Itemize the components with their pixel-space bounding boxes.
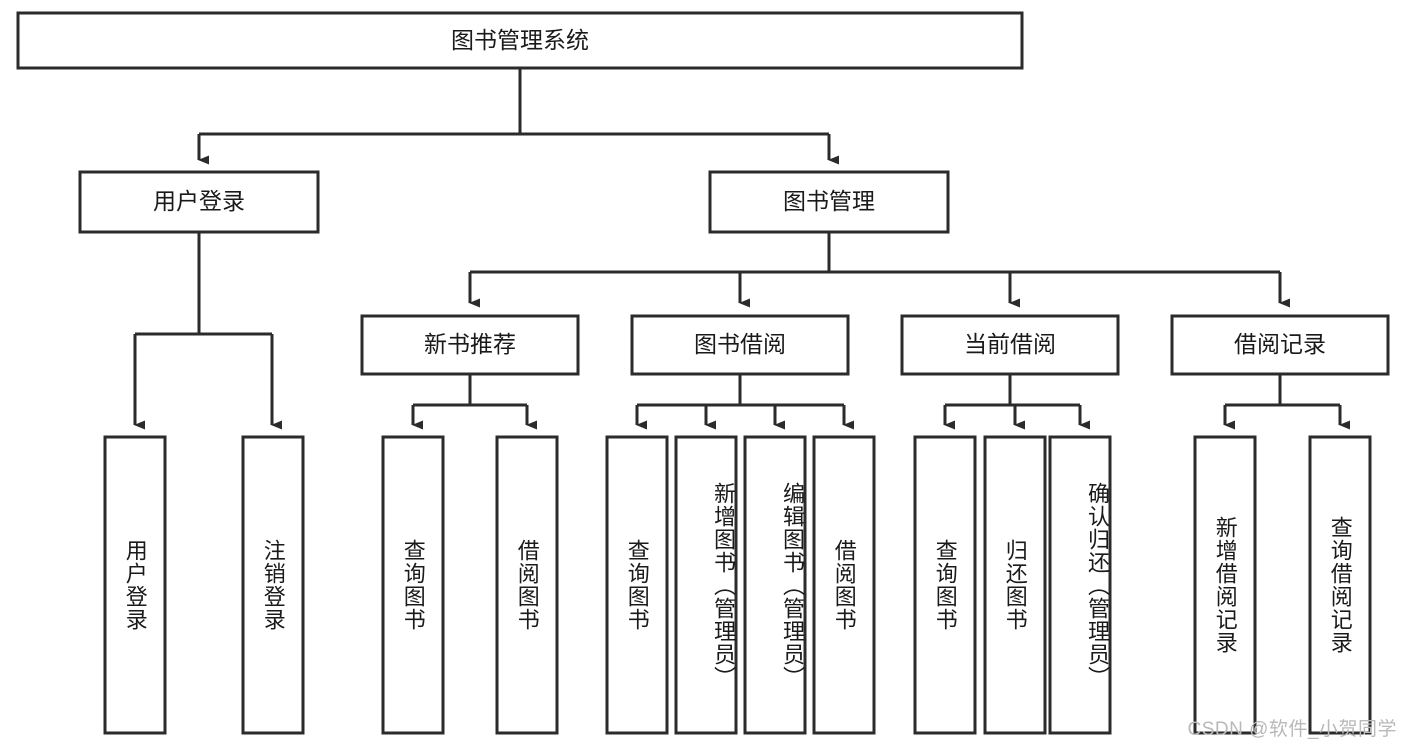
node-new-book-recommend[interactable]: 新书推荐: [360, 314, 580, 376]
leaf-box-borrow-book-2[interactable]: [812, 435, 876, 735]
connector-group-root: [197, 68, 839, 165]
leaf-box-user-login[interactable]: [103, 435, 167, 735]
leaf-box-logout-login[interactable]: [241, 435, 305, 735]
leaf-box-add-book[interactable]: [674, 435, 738, 735]
node-user-login-box[interactable]: [78, 170, 320, 234]
leaf-box-edit-book[interactable]: [743, 435, 807, 735]
watermark-text: CSDN @软件_小贺同学: [1187, 719, 1397, 740]
connector-group-book-management: [468, 232, 1290, 308]
leaf-box-borrow-book-1[interactable]: [495, 435, 559, 735]
node-borrow-record-label: 借阅记录: [1234, 331, 1326, 357]
connector-group-borrow-record: [1223, 375, 1350, 430]
leaf-box-query-book-1[interactable]: [381, 435, 445, 735]
leaf-box-query-book-2[interactable]: [605, 435, 669, 735]
node-new-book-recommend-box[interactable]: [360, 314, 580, 376]
leaf-box-confirm-return[interactable]: [1048, 435, 1112, 735]
node-root-label: 图书管理系统: [451, 27, 589, 53]
node-current-borrow[interactable]: 当前借阅: [900, 314, 1120, 376]
node-book-management-label: 图书管理: [783, 188, 875, 214]
node-current-borrow-box[interactable]: [900, 314, 1120, 376]
leaf-boxes: [103, 435, 1372, 735]
leaf-box-query-book-3[interactable]: [913, 435, 977, 735]
node-book-management[interactable]: 图书管理: [708, 170, 950, 234]
node-root-box[interactable]: [16, 11, 1024, 70]
node-book-borrow-box[interactable]: [630, 314, 850, 376]
leaf-box-add-record[interactable]: [1193, 435, 1257, 735]
connector-group-user-login: [133, 232, 282, 430]
connector-group-book-borrow: [635, 375, 854, 430]
node-book-borrow[interactable]: 图书借阅: [630, 314, 850, 376]
leaf-box-return-book[interactable]: [983, 435, 1047, 735]
node-borrow-record-box[interactable]: [1170, 314, 1390, 376]
node-new-book-recommend-label: 新书推荐: [424, 331, 516, 357]
node-book-borrow-label: 图书借阅: [694, 331, 786, 357]
connector-group-new-book-recommend: [411, 375, 537, 430]
node-borrow-record[interactable]: 借阅记录: [1170, 314, 1390, 376]
node-book-management-box[interactable]: [708, 170, 950, 234]
node-current-borrow-label: 当前借阅: [964, 331, 1056, 357]
node-root[interactable]: 图书管理系统: [16, 11, 1024, 70]
node-user-login[interactable]: 用户登录: [78, 170, 320, 234]
connector-group-current-borrow: [943, 375, 1090, 430]
node-user-login-label: 用户登录: [153, 188, 245, 214]
leaf-box-query-record[interactable]: [1308, 435, 1372, 735]
